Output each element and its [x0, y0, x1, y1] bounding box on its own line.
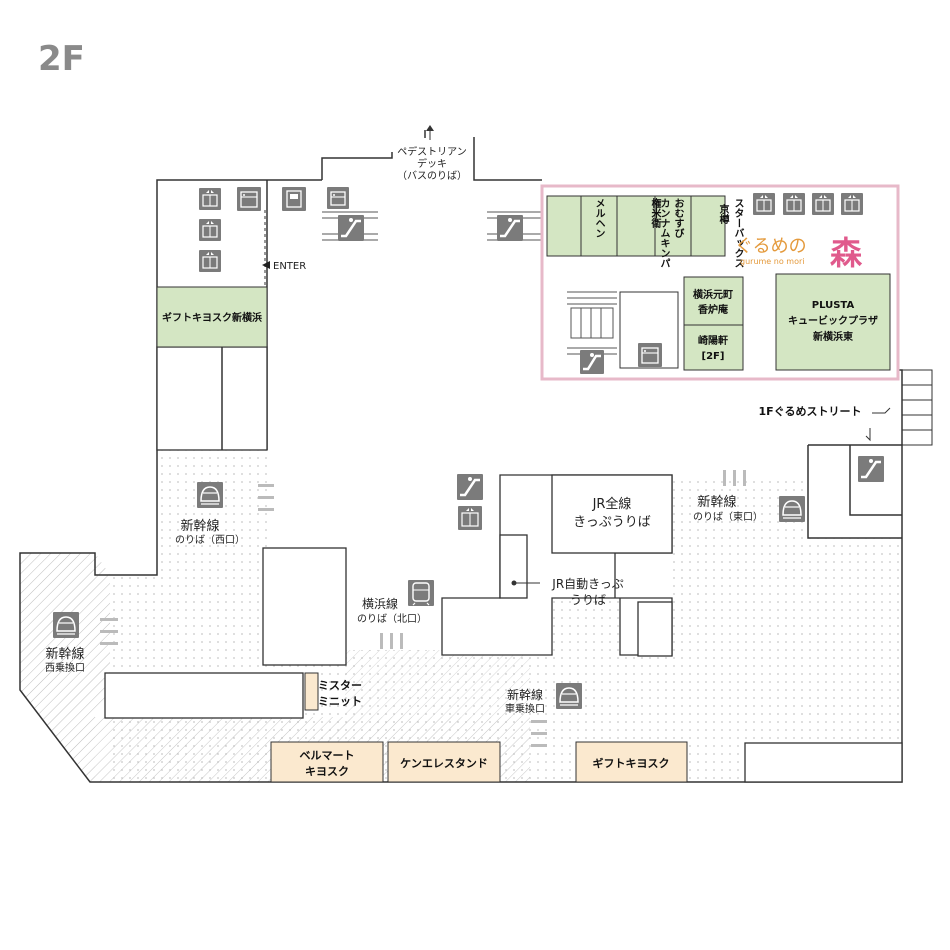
shinkansen-west-transfer-label-2: 西乗換口: [45, 662, 85, 674]
shop-gonbei-omusubi[interactable]: [616, 195, 656, 257]
shop-kiyoken-label-1: 崎陽軒: [698, 334, 728, 347]
shinkansen-west-label-2: のりば（西口）: [175, 534, 245, 546]
shinkansen-icon: [53, 612, 79, 638]
shop-gangnam-kimbap[interactable]: [580, 195, 618, 257]
enter-arrow-icon: [262, 261, 270, 269]
yokohama-line-north-label-2: のりば（北口）: [357, 613, 427, 625]
escalator-icon: [580, 350, 604, 374]
rooms: [104, 346, 903, 783]
elevator-icon: [199, 188, 221, 210]
escalator-icon: [497, 215, 523, 241]
shinkansen-icon: [556, 683, 582, 709]
escalator-icon: [338, 215, 364, 241]
shop-yokohama-motomachi-koroan[interactable]: [683, 276, 744, 326]
gourmet-logo-romaji: gurume no mori: [740, 257, 804, 266]
elevator-icon: [783, 193, 805, 215]
ken-el-stand-label: ケンエレスタンド: [400, 757, 488, 770]
elevator-icon: [812, 193, 834, 215]
area-labels: 新幹線 のりば（西口） 新幹線 西乗換口 横浜線 のりば（北口） JR全線 きっ…: [45, 405, 891, 715]
coin-locker-icon: [237, 187, 261, 211]
shop-starbucks[interactable]: [654, 195, 692, 257]
shinkansen-west-label-1: 新幹線: [180, 518, 219, 534]
gourmet-street-1f-label: 1Fぐるめストリート: [759, 405, 862, 418]
gourmet-no-mori-area: メルヘン カンナムキンパ 権米衛 おむすび スターバックス 京樽 ぐるめの 森 …: [540, 184, 900, 381]
jr-all-lines-label-1: JR全線: [592, 496, 632, 512]
shinkansen-car-transfer-label-1: 新幹線: [507, 687, 543, 702]
coin-locker-icon: [327, 187, 349, 209]
pedestrian-deck-label: ペデストリアン デッキ （バスのりば）: [397, 125, 467, 182]
gourmet-logo-text: ぐるめの: [735, 236, 807, 257]
elevator-icon: [199, 219, 221, 241]
shinkansen-icon: [197, 482, 223, 508]
coin-locker-icon: [638, 343, 662, 367]
elevator-icon: [753, 193, 775, 215]
shop-mister-minit[interactable]: ミスター ミニット: [304, 672, 362, 711]
shinkansen-icon: [779, 496, 805, 522]
shinkansen-car-transfer-label-2: 車乗換口: [505, 702, 545, 715]
shop-gift-kiosk[interactable]: [575, 741, 688, 783]
pedestrian-deck-line-1: ペデストリアン: [397, 145, 467, 158]
shop-gift-kiosk-shinyokohama[interactable]: [156, 286, 268, 348]
shop-koroan-label-2: 香炉庵: [698, 303, 729, 316]
shinkansen-east-label-2: のりば（東口）: [693, 510, 763, 523]
facility-icons: [53, 187, 884, 709]
floor-label: 2F: [38, 39, 85, 79]
escalator-icon: [858, 456, 884, 482]
train-icon: [408, 580, 434, 606]
mister-minit-label-2: ミニット: [318, 695, 362, 708]
pedestrian-deck-line-3: （バスのりば）: [397, 170, 467, 182]
shop-plusta-label-2: キュービックプラザ: [788, 314, 878, 327]
elevator-icon: [199, 250, 221, 272]
jr-auto-tickets-label-1: JR自動きっぷ: [551, 577, 623, 591]
shop-gift-kiosk-shinyokohama-label: ギフトキヨスク新横浜: [162, 311, 262, 324]
shop-koroan-label-1: 横浜元町: [693, 288, 733, 301]
jr-all-lines-label-2: きっぷうりば: [573, 515, 650, 530]
escalator-icon: [457, 474, 483, 500]
shop-kiyoken-label-2: [2F]: [702, 351, 725, 362]
shop-ken-el-stand[interactable]: [387, 741, 501, 783]
shop-plusta-label-3: 新横浜東: [813, 330, 853, 343]
mister-minit-label-1: ミスター: [318, 679, 362, 692]
shinkansen-west-transfer-label-1: 新幹線: [45, 646, 84, 662]
shop-kyotaru[interactable]: [690, 195, 726, 257]
gourmet-logo-kanji: 森: [830, 234, 863, 272]
enter-label: ENTER: [273, 261, 306, 272]
yokohama-line-north-label-1: 横浜線: [362, 596, 398, 611]
pedestrian-deck-line-2: デッキ: [417, 157, 447, 170]
elevator-icon: [841, 193, 863, 215]
shop-kiyoken[interactable]: [683, 324, 744, 371]
atm-icon: [282, 187, 306, 211]
elevator-icon: [458, 506, 482, 530]
shop-plusta[interactable]: [775, 273, 891, 371]
shop-plusta-label-1: PLUSTA: [812, 300, 855, 311]
shinkansen-east-label-1: 新幹線: [697, 494, 736, 510]
shop-bellmart-kiosk[interactable]: [270, 741, 384, 783]
gift-kiosk-label: ギフトキヨスク: [593, 756, 670, 770]
jr-auto-tickets-label-2: うりば: [570, 593, 606, 607]
bellmart-kiosk-label-1: ベルマート: [300, 749, 355, 762]
bellmart-kiosk-label-2: キヨスク: [305, 765, 349, 778]
